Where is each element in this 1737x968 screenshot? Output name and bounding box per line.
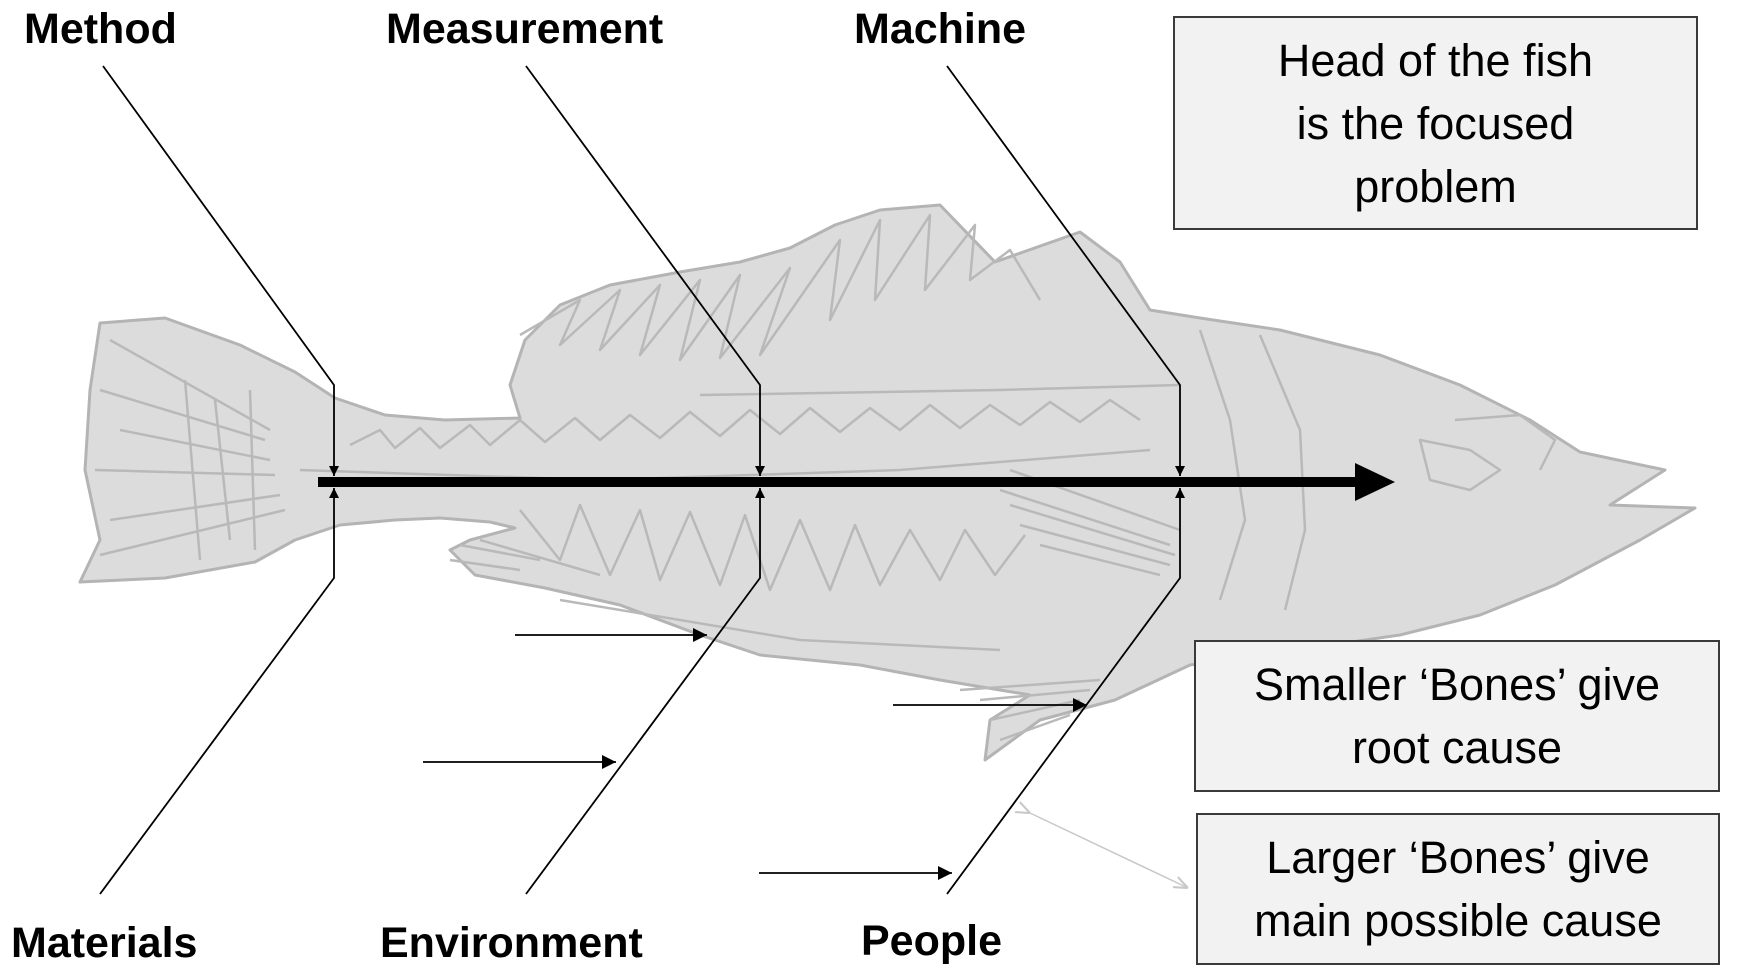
note-head-line-2: is the focused	[1175, 92, 1696, 155]
category-label-machine: Machine	[854, 8, 1026, 51]
note-smaller-line-2: root cause	[1196, 716, 1718, 779]
note-larger-line-1: Larger ‘Bones’ give	[1198, 826, 1718, 889]
note-head-line-3: problem	[1175, 155, 1696, 218]
note-head-of-fish: Head of the fish is the focused problem	[1173, 16, 1698, 230]
note-head-line-1: Head of the fish	[1175, 29, 1696, 92]
category-label-method: Method	[24, 8, 177, 51]
note-smaller-bones: Smaller ‘Bones’ give root cause	[1194, 640, 1720, 792]
category-label-people: People	[861, 920, 1002, 963]
note-larger-bones: Larger ‘Bones’ give main possible cause	[1196, 813, 1720, 965]
category-label-materials: Materials	[11, 922, 197, 965]
category-label-environment: Environment	[380, 922, 643, 965]
category-label-measurement: Measurement	[386, 8, 663, 51]
note-smaller-line-1: Smaller ‘Bones’ give	[1196, 653, 1718, 716]
note-pointer-arrow	[1030, 813, 1188, 888]
note-larger-line-2: main possible cause	[1198, 889, 1718, 952]
